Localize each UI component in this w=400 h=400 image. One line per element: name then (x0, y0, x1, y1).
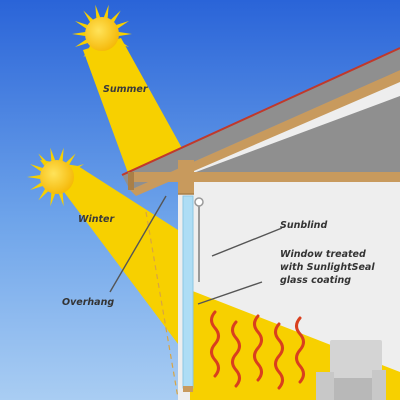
sun-ray (95, 49, 101, 64)
sun-ray (72, 31, 87, 37)
sun-ray (83, 45, 94, 58)
sun-ray (65, 188, 76, 201)
sunblind-knob (194, 197, 204, 207)
summer-sun-beam (83, 38, 183, 173)
winter-label: Winter (78, 214, 115, 225)
overhang-fascia (128, 172, 134, 190)
roof-edge (121, 47, 400, 176)
armchair-seat (334, 378, 372, 400)
summer-sun-disc (85, 17, 119, 51)
sun-ray (50, 147, 56, 162)
heat-wave-icon (210, 310, 305, 390)
sun-ray (30, 164, 44, 172)
sun-ray (72, 174, 87, 180)
sun-ray (38, 153, 49, 166)
overhang-label: Overhang (62, 297, 114, 308)
window-leader (197, 281, 263, 305)
winter-sun-disc (40, 160, 74, 194)
sun-ray (50, 192, 56, 207)
summer-sun-rays (72, 4, 132, 64)
sun-ray (70, 164, 84, 172)
sun-ray (83, 10, 94, 23)
armchair-back (330, 340, 382, 380)
sun-ray (58, 147, 64, 162)
sun-ray (27, 174, 42, 180)
sun-ray (75, 21, 89, 29)
window-glass (182, 195, 194, 389)
winter-sun-rays (27, 147, 87, 207)
sun-ray (115, 39, 129, 47)
roof-rafter (130, 70, 400, 196)
overhang-soffit (128, 172, 400, 182)
window-sill (183, 386, 193, 392)
window-label-line-3: glass coating (280, 275, 351, 286)
sun-icon (27, 147, 87, 207)
sun-ray (95, 4, 101, 19)
heat-wave-3 (253, 314, 263, 382)
sun-ray (117, 31, 132, 37)
sun-icon (72, 4, 132, 64)
sun-ray (110, 45, 121, 58)
attic-space (196, 96, 400, 172)
sun-ray (110, 10, 121, 23)
heat-wave-1 (210, 310, 220, 378)
sun-ray (75, 39, 89, 47)
overhang-leader (109, 195, 167, 293)
window-label-line-2: with SunlightSeal (280, 262, 375, 273)
sun-ray (38, 188, 49, 201)
sun-ray (58, 192, 64, 207)
armchair-arm-right (372, 370, 386, 400)
heat-wave-2 (231, 320, 241, 388)
sun-ray (103, 4, 109, 19)
heat-wave-4 (274, 322, 284, 390)
sun-ray (70, 182, 84, 190)
sun-ray (65, 153, 76, 166)
wall-post (178, 160, 194, 194)
sun-ray (103, 49, 109, 64)
heat-wave-5 (295, 316, 305, 384)
sun-ray (30, 182, 44, 190)
sunblind-label: Sunblind (280, 220, 327, 231)
summer-label: Summer (103, 84, 149, 95)
armchair-icon (316, 340, 386, 400)
sun-ray (115, 21, 129, 29)
sunblind-leader (211, 227, 283, 257)
roof-tiles (122, 48, 400, 190)
window-label-line-1: Window treated (280, 249, 366, 260)
shadow-dash-line (145, 211, 179, 399)
armchair-arm-left (316, 372, 334, 400)
